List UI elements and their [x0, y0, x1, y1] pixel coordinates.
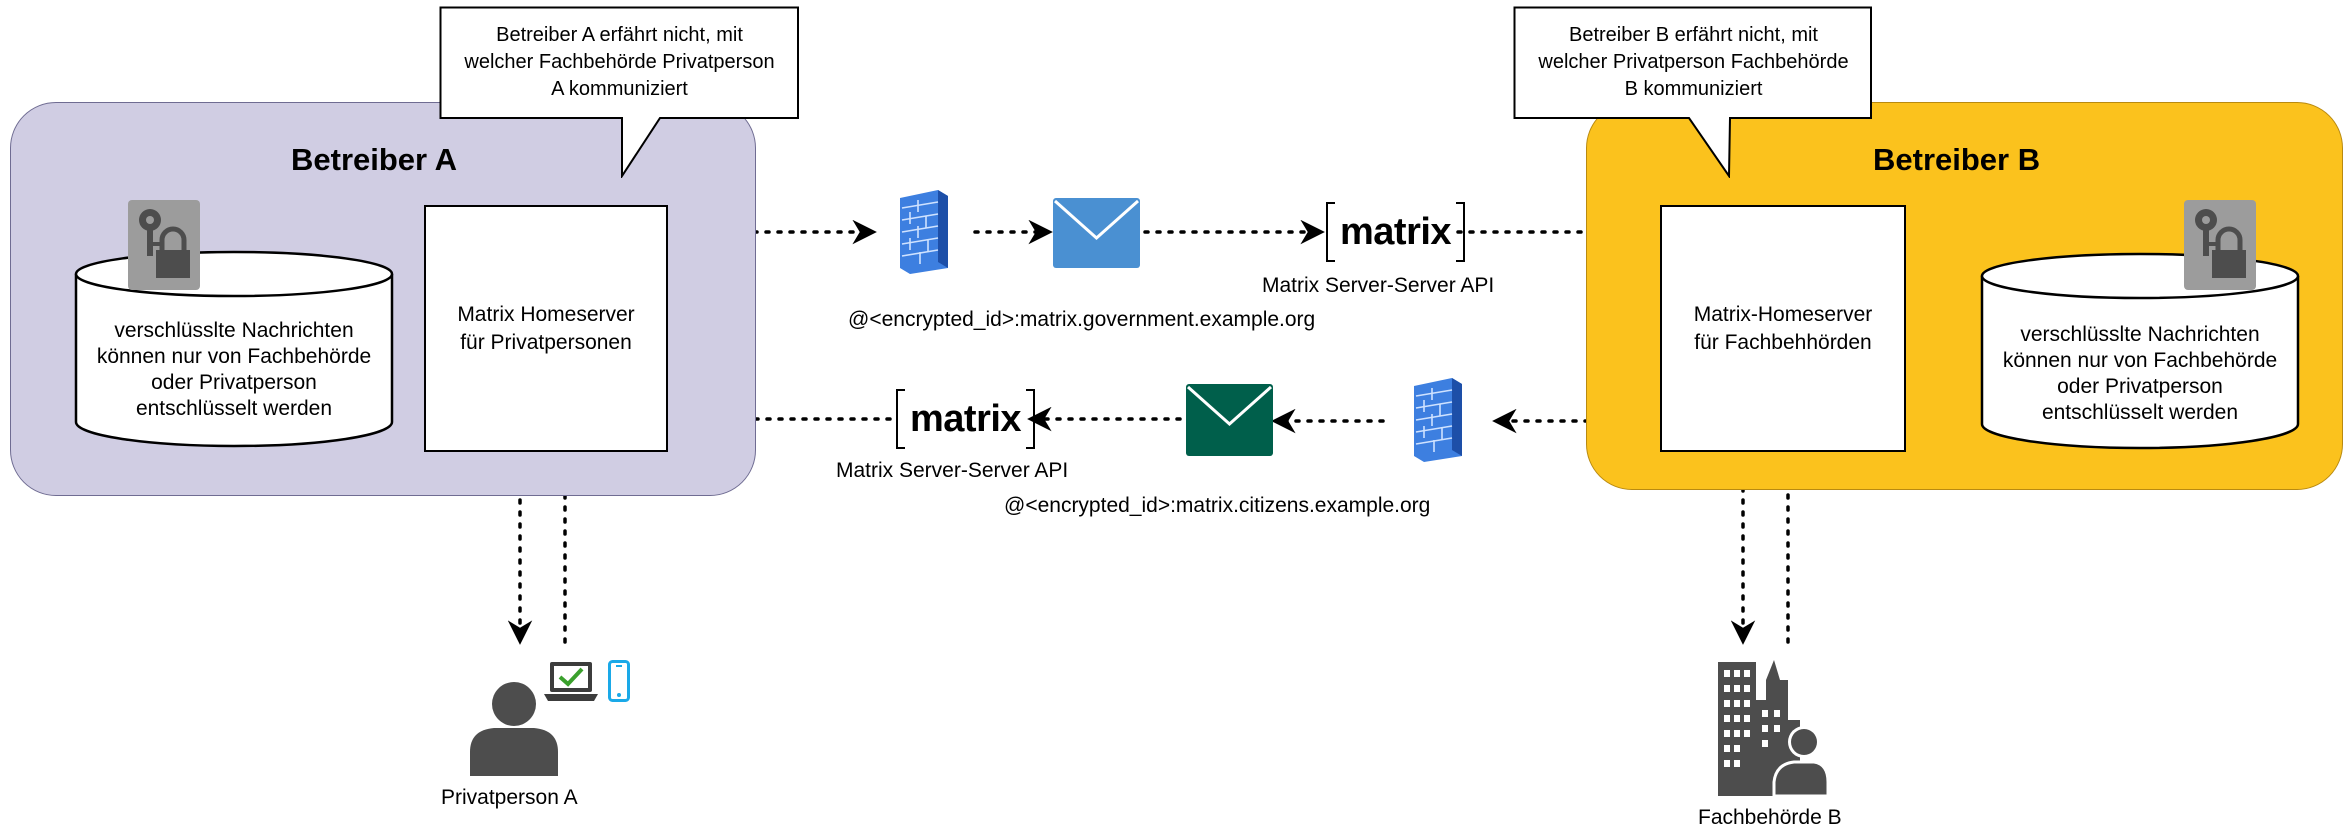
- authority-b-label: Fachbehörde B: [1698, 806, 1842, 829]
- laptop-icon: [544, 662, 598, 701]
- homeserver-a-label: Matrix Homeserver für Privatpersonen: [457, 302, 635, 354]
- person-icon: [470, 682, 558, 776]
- key-lock-icon: [2184, 200, 2256, 290]
- storage-b-label: verschlüsslte Nachrichten können nur von…: [2002, 323, 2278, 424]
- storage-a-label: verschlüsslte Nachrichten können nur von…: [96, 319, 372, 420]
- matrix-logo-bottom: matrix: [896, 389, 1036, 449]
- matrix-logo-top-text: matrix: [1340, 210, 1452, 253]
- firewall-icon: [900, 190, 948, 274]
- envelope-dark-icon: [1186, 384, 1273, 456]
- operator-b-title: Betreiber B: [1873, 142, 2041, 177]
- bottom-address-label: @<encrypted_id>:matrix.citizens.example.…: [1004, 494, 1431, 517]
- callout-b-text: Betreiber B erfährt nicht, mit welcher P…: [1538, 24, 1849, 100]
- callout-a-bubble: [439, 6, 799, 178]
- building-person-icon: [1718, 660, 1828, 798]
- top-api-label: Matrix Server-Server API: [1262, 274, 1495, 297]
- homeserver-b-box: Matrix-Homeserver für Fachbehhörden: [1660, 205, 1906, 452]
- envelope-icon: [1053, 198, 1140, 268]
- bottom-api-label: Matrix Server-Server API: [836, 459, 1069, 482]
- firewall-icon: [1414, 378, 1462, 462]
- smartphone-icon: [608, 660, 630, 702]
- top-address-label: @<encrypted_id>:matrix.government.exampl…: [848, 308, 1316, 331]
- homeserver-b-label: Matrix-Homeserver für Fachbehhörden: [1693, 302, 1873, 354]
- callout-b-bubble: [1513, 6, 1872, 178]
- key-lock-icon: [128, 200, 200, 290]
- person-a-label: Privatperson A: [441, 786, 578, 809]
- homeserver-a-box: Matrix Homeserver für Privatpersonen: [424, 205, 668, 452]
- matrix-logo-top: matrix: [1326, 202, 1466, 262]
- callout-a-text: Betreiber A erfährt nicht, mit welcher F…: [464, 24, 775, 100]
- operator-a-title: Betreiber A: [291, 142, 457, 177]
- matrix-logo-bottom-text: matrix: [910, 397, 1022, 440]
